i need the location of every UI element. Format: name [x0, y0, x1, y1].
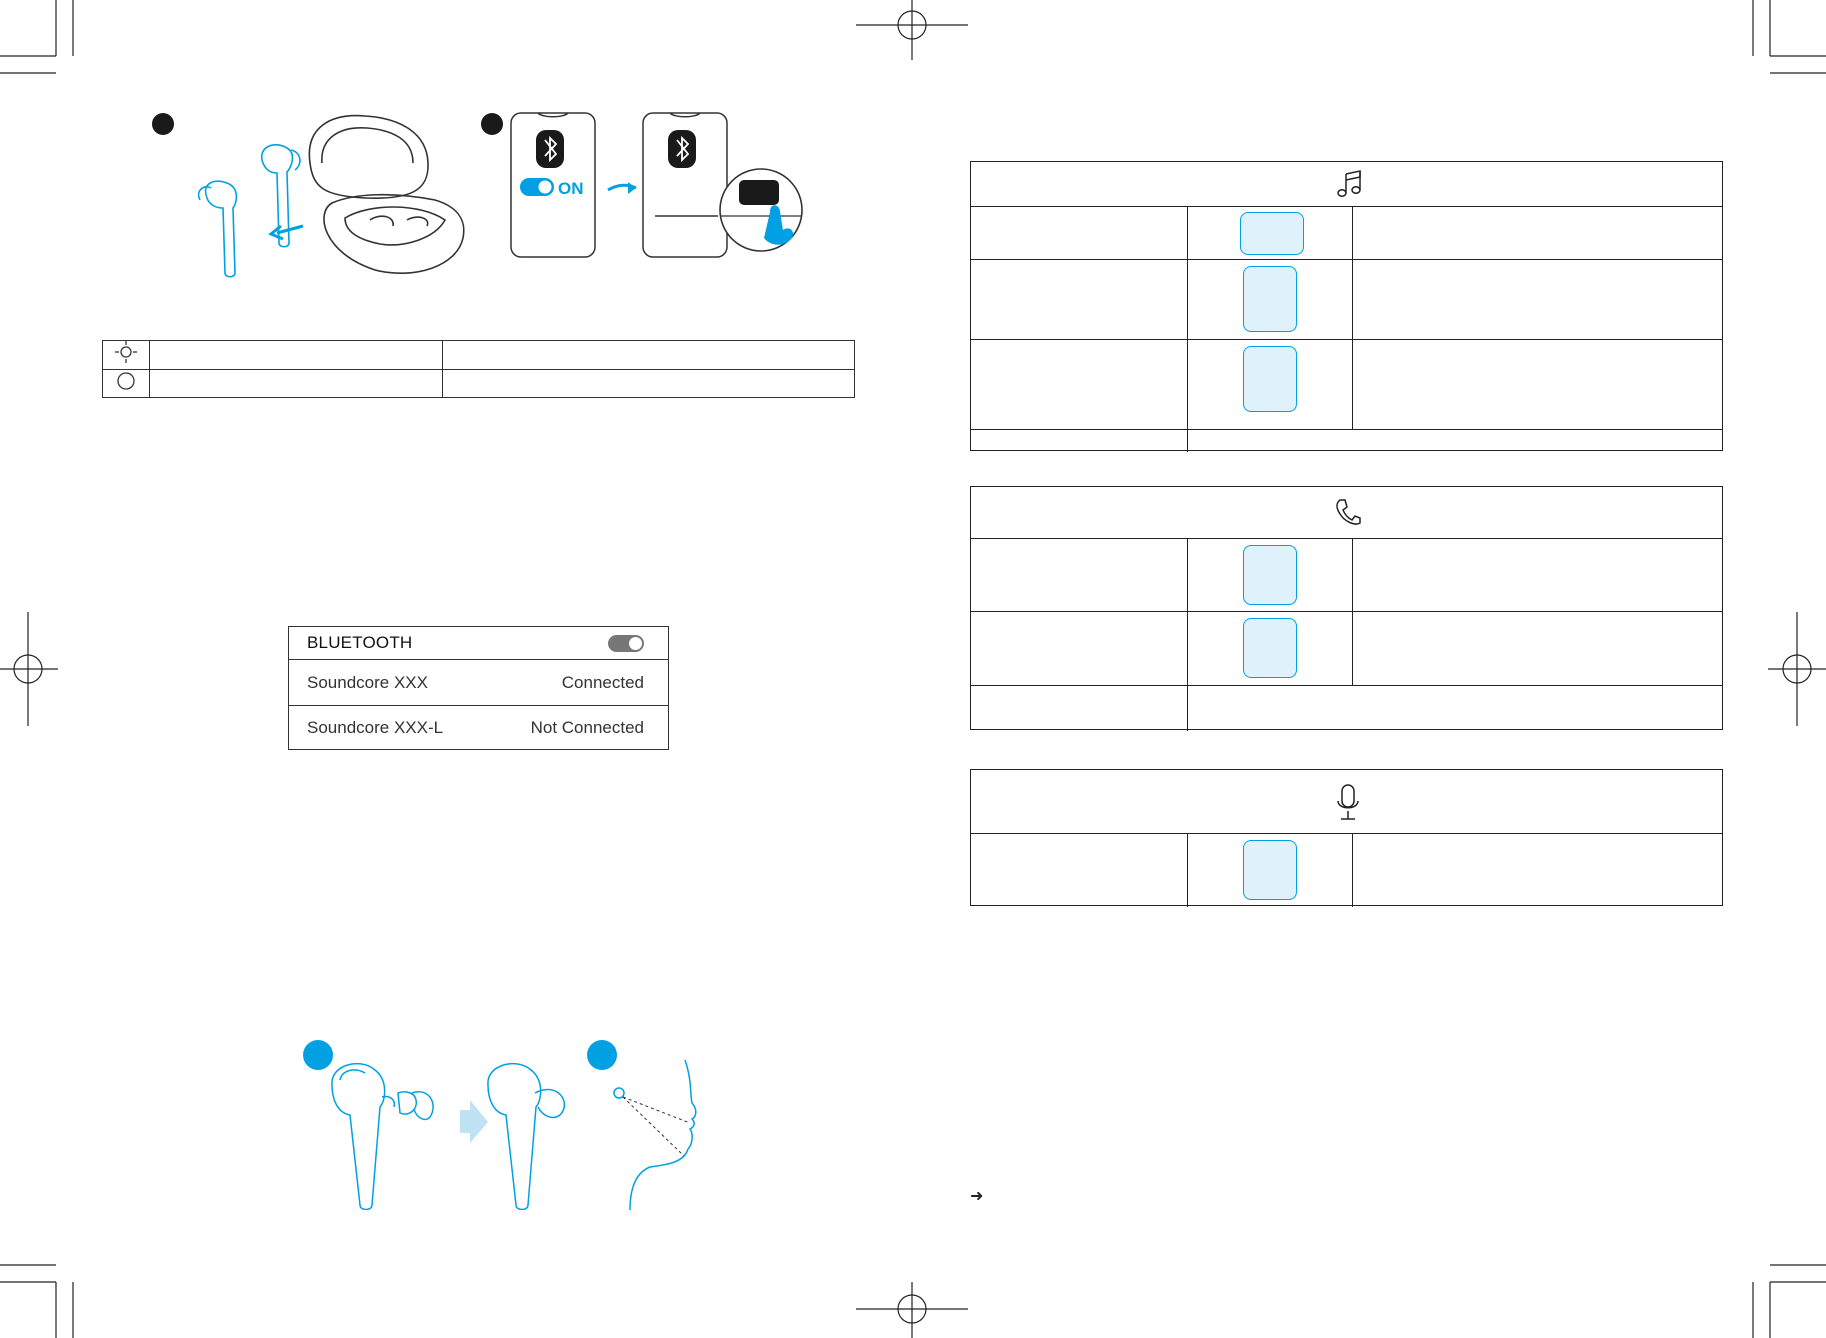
music-controls-table: [970, 161, 1723, 452]
call-controls-table: [970, 486, 1723, 731]
device-row[interactable]: Soundcore XXX Connected: [289, 659, 668, 705]
call-header: [971, 487, 1722, 539]
device-row[interactable]: Soundcore XXX-L Not Connected: [289, 705, 668, 749]
earbuds-case-illustration: [197, 114, 465, 278]
arrow-icon: ➜: [970, 1188, 984, 1205]
phone-icon: [1336, 499, 1361, 525]
music-note-icon: [1337, 170, 1361, 197]
led-state-cell: [149, 368, 443, 398]
step-marker-2: [481, 113, 503, 135]
music-header: [971, 162, 1722, 207]
led-icon-cell: [102, 368, 150, 398]
bluetooth-title: BLUETOOTH: [307, 633, 413, 652]
answer-call-gesture-icon: [1243, 545, 1297, 605]
microphone-icon: [1337, 784, 1359, 820]
led-icon-cell: [102, 340, 150, 370]
solid-light-icon: [117, 372, 135, 390]
led-meaning-cell: [442, 368, 855, 398]
device-status: Not Connected: [530, 717, 644, 737]
voice-header: [971, 770, 1722, 834]
led-row-flashing: [102, 340, 855, 370]
reject-call-gesture-icon: [1243, 618, 1297, 678]
tap-gesture-icon: [1240, 212, 1304, 255]
led-meaning-cell: [442, 340, 855, 370]
device-name: Soundcore XXX: [307, 672, 428, 692]
voice-assistant-table: [970, 769, 1723, 907]
phone-pairing-illustration: ON: [510, 112, 803, 258]
bluetooth-header-row: BLUETOOTH: [289, 627, 668, 659]
hold-gesture-icon: [1243, 840, 1297, 900]
led-indicator-table: [102, 340, 855, 398]
bluetooth-toggle[interactable]: [608, 634, 644, 652]
triple-tap-gesture-icon: [1243, 346, 1297, 412]
device-name: Soundcore XXX-L: [307, 717, 444, 737]
led-row-solid: [102, 368, 855, 398]
double-tap-gesture-icon: [1243, 266, 1297, 332]
led-state-cell: [149, 340, 443, 370]
flashing-light-icon: [115, 341, 137, 364]
bluetooth-settings-panel: BLUETOOTH Soundcore XXX Connected Soundc…: [288, 626, 669, 750]
eartip-fitting-illustration: [331, 1059, 697, 1210]
step-marker-3: [303, 1040, 333, 1070]
device-status: Connected: [561, 672, 644, 692]
step-marker-1: [152, 113, 174, 135]
toggle-on-label: ON: [558, 179, 584, 198]
step-marker-4: [587, 1040, 617, 1070]
